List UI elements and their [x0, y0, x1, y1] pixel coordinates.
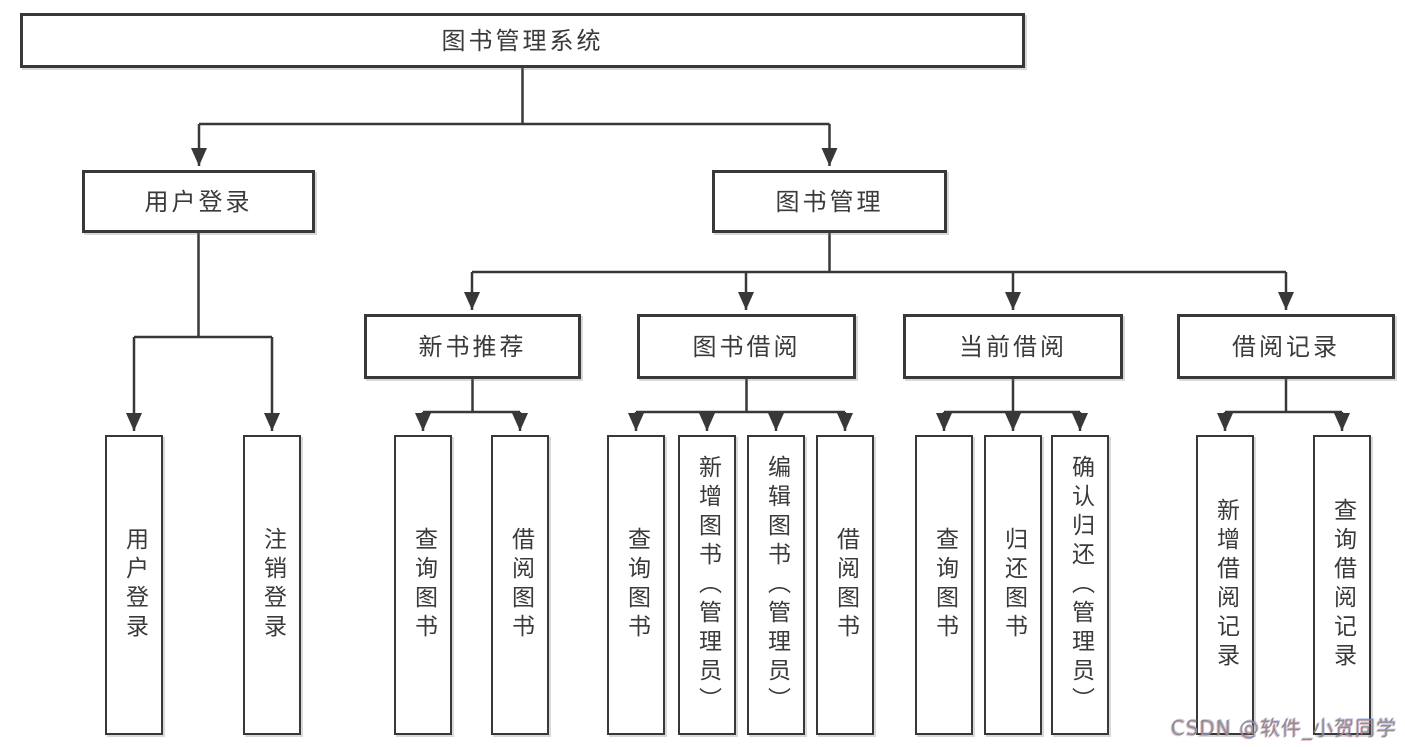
node-root: 图书管理系统: [20, 13, 1025, 68]
node-book-management-label: 图书管理: [775, 187, 884, 216]
leaf-query-borrow-record-label: 查询借阅记录: [1329, 498, 1356, 672]
leaf-add-borrow-record-label: 新增借阅记录: [1212, 498, 1239, 672]
leaf-user-login: 用户登录: [105, 435, 163, 735]
leaf-query-books-borrow: 查询图书: [607, 435, 665, 735]
node-book-management: 图书管理: [712, 170, 947, 233]
leaf-logout: 注销登录: [243, 435, 301, 735]
node-book-borrow-label: 图书借阅: [692, 332, 801, 361]
node-borrow-records: 借阅记录: [1177, 314, 1395, 379]
node-current-borrow-label: 当前借阅: [959, 332, 1067, 361]
leaf-query-books-borrow-label: 查询图书: [623, 527, 650, 643]
leaf-query-books-current: 查询图书: [915, 435, 973, 735]
leaf-query-borrow-record: 查询借阅记录: [1313, 435, 1371, 735]
node-book-borrow: 图书借阅: [637, 314, 856, 379]
leaf-add-books-admin-label: 新增图书（管理员）: [694, 454, 721, 716]
leaf-query-books-recommend: 查询图书: [394, 435, 452, 735]
node-new-book-recommend-label: 新书推荐: [418, 332, 527, 361]
node-user-login-label: 用户登录: [144, 187, 253, 216]
csdn-watermark: CSDN @软件_小贺同学: [1170, 716, 1397, 740]
leaf-confirm-return-admin: 确认归还（管理员）: [1051, 435, 1109, 735]
leaf-return-books-label: 归还图书: [1000, 527, 1027, 643]
leaf-logout-label: 注销登录: [259, 527, 286, 643]
leaf-borrow-books-recommend-label: 借阅图书: [507, 527, 534, 643]
leaf-query-books-current-label: 查询图书: [931, 527, 958, 643]
leaf-return-books: 归还图书: [984, 435, 1042, 735]
node-root-label: 图书管理系统: [441, 26, 604, 55]
leaf-query-books-recommend-label: 查询图书: [410, 527, 437, 643]
leaf-borrow-books: 借阅图书: [816, 435, 874, 735]
leaf-add-borrow-record: 新增借阅记录: [1196, 435, 1254, 735]
leaf-edit-books-admin-label: 编辑图书（管理员）: [763, 454, 790, 716]
node-user-login: 用户登录: [82, 170, 315, 233]
node-current-borrow: 当前借阅: [903, 314, 1123, 379]
leaf-edit-books-admin: 编辑图书（管理员）: [747, 435, 805, 735]
leaf-borrow-books-recommend: 借阅图书: [491, 435, 549, 735]
leaf-user-login-label: 用户登录: [121, 527, 148, 643]
node-new-book-recommend: 新书推荐: [364, 314, 581, 379]
node-borrow-records-label: 借阅记录: [1232, 332, 1340, 361]
leaf-add-books-admin: 新增图书（管理员）: [678, 435, 736, 735]
leaf-confirm-return-admin-label: 确认归还（管理员）: [1067, 454, 1094, 716]
leaf-borrow-books-label: 借阅图书: [832, 527, 859, 643]
